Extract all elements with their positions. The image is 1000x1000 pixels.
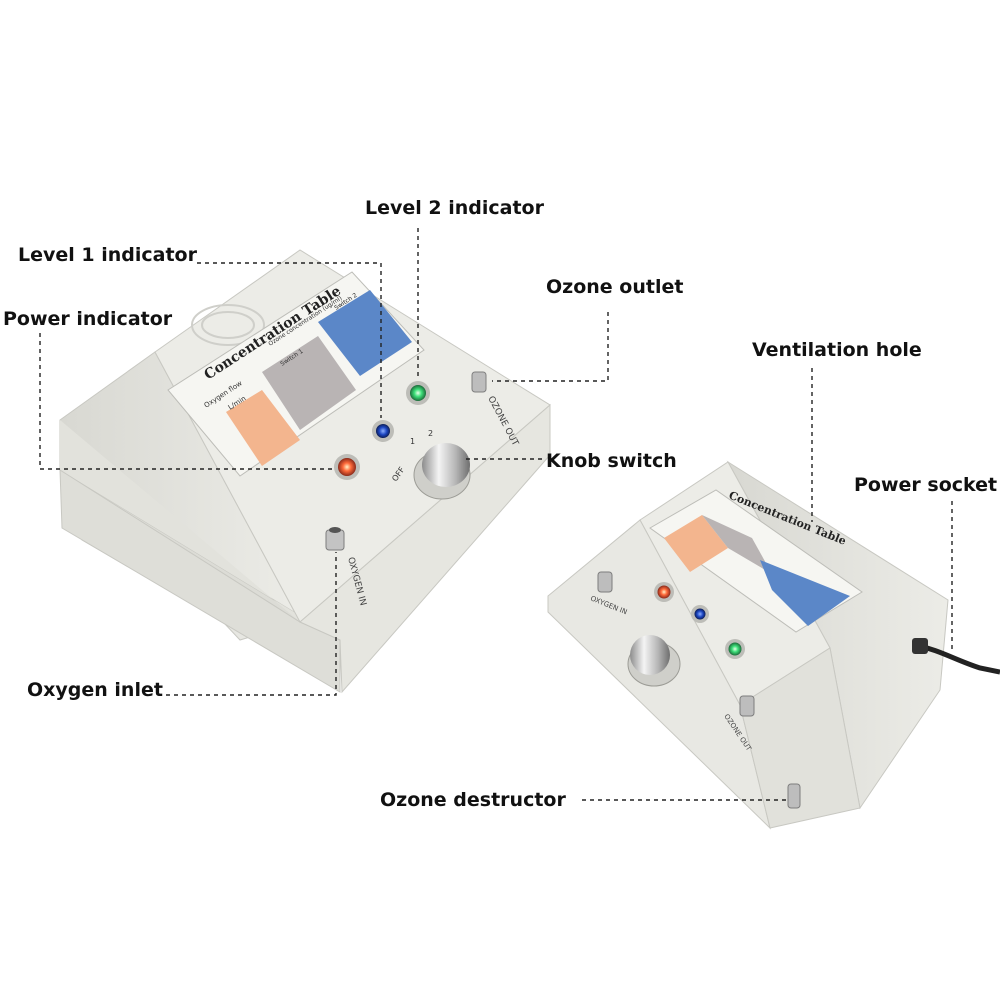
label-power-indicator: Power indicator <box>3 308 173 330</box>
power-led-right <box>654 582 674 602</box>
label-level2-indicator: Level 2 indicator <box>365 197 544 219</box>
ventilation-hole <box>191 304 265 346</box>
label-level1-indicator: Level 1 indicator <box>18 244 197 266</box>
label-oxygen-inlet: Oxygen inlet <box>27 679 163 701</box>
leader-lines <box>39 228 953 801</box>
label-knob-switch: Knob switch <box>546 450 677 472</box>
label-ozone-destructor: Ozone destructor <box>380 789 566 811</box>
level1-led-right <box>691 605 709 623</box>
label-ozone-outlet: Ozone outlet <box>546 276 684 298</box>
level2-led-right <box>725 639 745 659</box>
knob-switch-left: OFF 1 2 <box>390 429 471 500</box>
device-left: Concentration Table Oxygen flow L/min Oz… <box>59 249 551 694</box>
device-right: Concentration Table OXYGEN IN OZONE OU <box>547 460 1000 830</box>
knob-switch-right <box>627 635 681 687</box>
label-power-socket: Power socket <box>854 474 998 496</box>
knob-pos2-label: 2 <box>428 429 433 438</box>
knob-pos1-label: 1 <box>410 437 415 446</box>
ozone-destructor-fitting <box>787 783 801 809</box>
level1-led-left <box>372 420 394 442</box>
level2-led-left <box>406 381 430 405</box>
power-led-left <box>334 454 360 480</box>
label-ventilation-hole: Ventilation hole <box>752 339 922 361</box>
